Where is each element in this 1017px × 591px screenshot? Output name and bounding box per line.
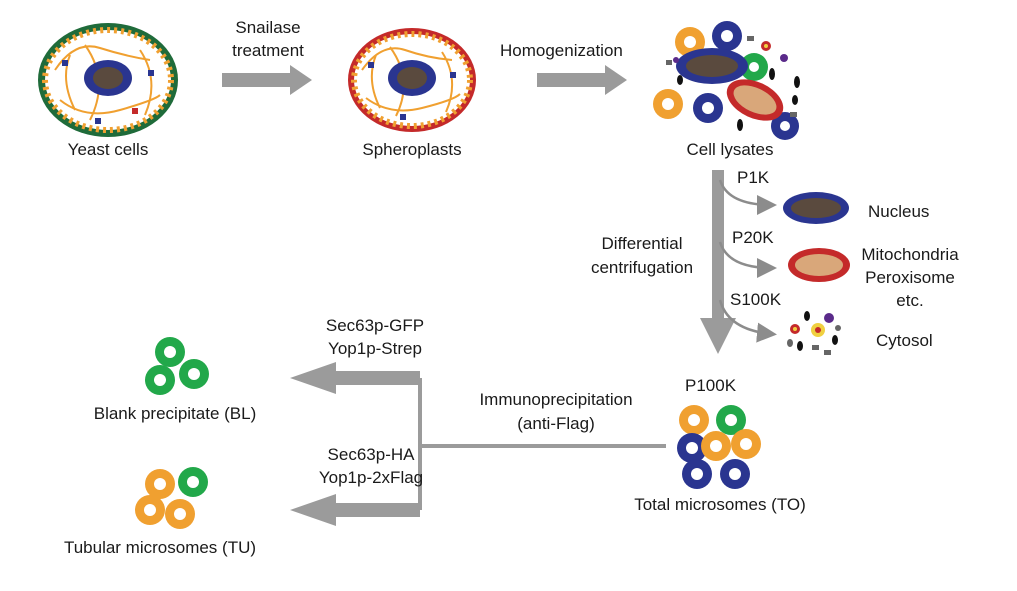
bl-strain-label-2: Yop1p-Strep (328, 339, 422, 358)
snailase-label-2: treatment (232, 41, 304, 60)
tu-strain-label-1: Sec63p-HA (327, 445, 415, 464)
yeast-cell-icon (38, 23, 178, 137)
bl-strain-label-1: Sec63p-GFP (325, 316, 425, 335)
cell-lysate-icon (653, 21, 800, 140)
snailase-arrow (222, 65, 312, 95)
blank-precipitate-icon (145, 337, 209, 395)
tubular-arrow (290, 494, 420, 526)
cell-lysates-label: Cell lysates (686, 140, 774, 159)
cytosol-icon (787, 311, 841, 355)
differential-label-2: centrifugation (590, 258, 694, 277)
centrifugation-shaft (712, 170, 724, 320)
homogenization-arrow (537, 65, 627, 95)
s100k-label: S100K (730, 290, 782, 309)
p1k-branch (718, 179, 777, 215)
blank-arrow (290, 362, 420, 394)
total-microsomes-icon (677, 405, 761, 489)
ip-label-2: (anti-Flag) (517, 414, 595, 433)
cytosol-label: Cytosol (876, 331, 933, 350)
ip-label-1: Immunoprecipitation (479, 390, 633, 409)
differential-label-1: Differential (601, 234, 683, 253)
spheroplast-icon (348, 28, 476, 132)
centrifugation-arrowhead (700, 318, 736, 354)
spheroplasts-label: Spheroplasts (362, 140, 462, 159)
tu-strain-label-2: Yop1p-2xFlag (318, 468, 424, 487)
homogenization-label: Homogenization (500, 41, 623, 60)
blank-precipitate-label: Blank precipitate (BL) (93, 404, 257, 423)
mitochondria-label-1: Mitochondria (861, 245, 959, 264)
p20k-branch (718, 241, 777, 278)
tubular-microsomes-label: Tubular microsomes (TU) (63, 538, 257, 557)
p1k-label: P1K (737, 168, 770, 187)
p100k-label: P100K (685, 376, 737, 395)
nucleus-label: Nucleus (868, 202, 930, 221)
p20k-label: P20K (732, 228, 774, 247)
tubular-microsomes-icon (135, 467, 208, 529)
s100k-branch (718, 299, 777, 343)
nucleus-icon (783, 192, 849, 224)
mitochondria-label-3: etc. (896, 291, 924, 310)
yeast-cells-label: Yeast cells (67, 140, 149, 159)
snailase-label-1: Snailase (235, 18, 301, 37)
mitochondria-icon (788, 248, 850, 282)
mitochondria-label-2: Peroxisome (865, 268, 955, 287)
total-microsomes-label: Total microsomes (TO) (634, 495, 806, 514)
